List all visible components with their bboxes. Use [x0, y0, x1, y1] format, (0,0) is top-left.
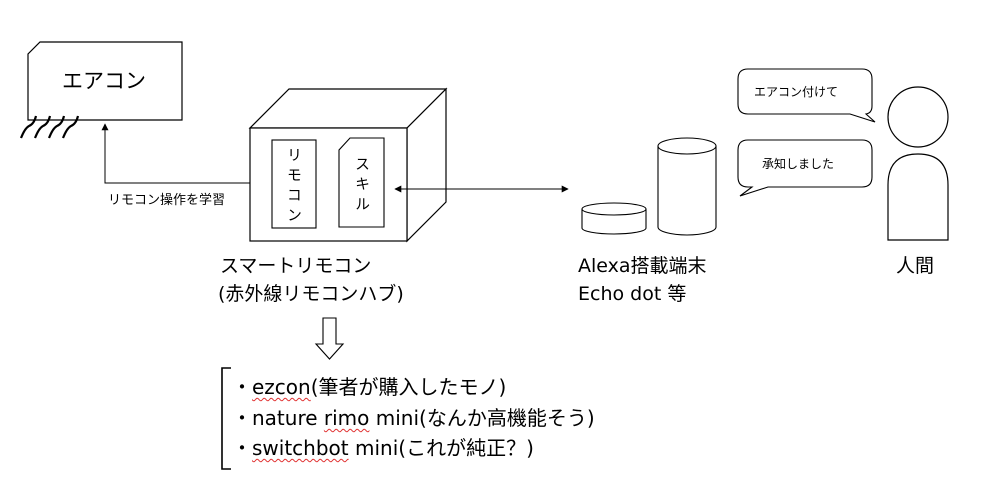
- remote-panel-label: リモコン: [285, 147, 303, 227]
- alexa-title: Alexa搭載端末: [578, 255, 707, 277]
- list-bullet: ・: [232, 436, 252, 460]
- hub-subtitle: (赤外線リモコンハブ): [218, 283, 404, 305]
- human-label: 人間: [896, 255, 935, 277]
- learn-arrow: [101, 123, 270, 184]
- list-item: ・ezcon(筆者が購入したモノ): [232, 374, 506, 400]
- alexa-subtitle: Echo dot 等: [578, 283, 687, 305]
- list-item: ・nature rimo mini(なんか高機能そう): [232, 405, 595, 431]
- product-name: switchbot: [252, 436, 349, 460]
- person-icon: [887, 86, 949, 241]
- learn-label: リモコン操作を学習: [108, 193, 226, 208]
- aircon-unit: [27, 41, 183, 121]
- product-name-part: mini: [375, 406, 420, 430]
- list-bullet: ・: [232, 406, 252, 430]
- speech-bubble-2: [737, 139, 873, 197]
- speech-bubble-1-text: エアコン付けて: [754, 85, 839, 99]
- product-desc: (なんか高機能そう): [419, 406, 595, 430]
- remote-panel: [271, 139, 317, 229]
- speech-bubble-2-text: 承知しました: [762, 157, 835, 171]
- speech-bubble-1: [737, 68, 876, 123]
- product-name: nature: [252, 406, 318, 430]
- echo-dot-icon: [581, 202, 647, 235]
- list-bracket: [221, 367, 231, 470]
- product-name: ezcon: [252, 375, 311, 399]
- down-arrow-icon: [314, 317, 345, 360]
- aircon-label: エアコン: [62, 69, 146, 93]
- product-desc: (これが純正？): [398, 436, 534, 460]
- product-name-part: mini: [354, 436, 399, 460]
- list-item: ・switchbot mini(これが純正？): [232, 435, 534, 461]
- echo-icon: [657, 137, 717, 236]
- list-bullet: ・: [232, 375, 252, 399]
- product-name-part: rimo: [323, 406, 370, 430]
- product-desc: (筆者が購入したモノ): [310, 375, 507, 399]
- airflow-icon: [19, 115, 80, 139]
- skill-panel-label: スキル: [353, 156, 371, 216]
- hub-title: スマートリモコン: [220, 255, 372, 277]
- skill-panel: [338, 137, 385, 228]
